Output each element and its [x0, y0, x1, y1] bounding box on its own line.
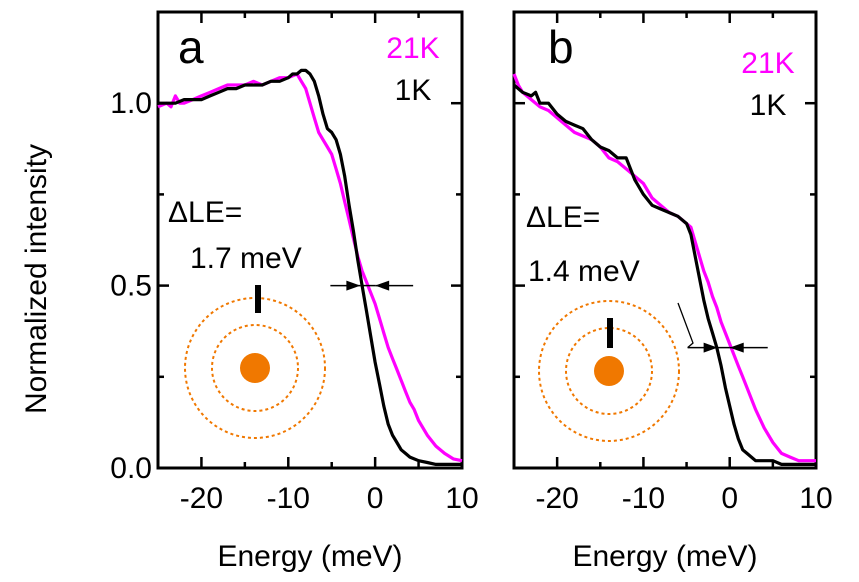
x-axis-label: Energy (meV)	[572, 540, 757, 573]
legend-entry-1k: 1K	[395, 74, 432, 107]
delta-le-label: ΔLE=	[168, 196, 242, 229]
series-line-1k	[512, 83, 816, 466]
width-arrow-right-head	[375, 280, 390, 291]
x-tick-label: 10	[445, 482, 478, 515]
x-tick-label: 10	[799, 482, 832, 515]
x-tick-label: -20	[535, 482, 578, 515]
width-arrow-right-head	[729, 342, 744, 353]
series-line-1k	[158, 68, 462, 466]
delta-le-value: 1.4 meV	[528, 255, 640, 288]
delta-le-value: 1.7 meV	[190, 242, 302, 275]
outer-dotted-ring	[538, 300, 680, 442]
y-axis-label: Normalized intensity	[20, 144, 53, 414]
outer-dotted-ring	[184, 297, 326, 439]
legend-entry-21k: 21K	[386, 32, 439, 65]
panel-label: a	[178, 21, 204, 73]
center-dot	[594, 356, 624, 386]
inner-dotted-ring	[211, 324, 299, 412]
x-tick-label: -20	[180, 482, 223, 515]
center-dot	[240, 353, 270, 383]
inner-dotted-ring	[565, 327, 653, 415]
y-tick-label: 0.0	[110, 452, 152, 485]
plot-frame	[512, 10, 818, 470]
y-tick-label: 1.0	[110, 87, 152, 120]
width-arrow-left-head	[346, 280, 361, 291]
panel-label: b	[548, 21, 574, 73]
plot-frame	[156, 10, 464, 470]
x-tick-label: -10	[622, 482, 665, 515]
legend-entry-21k: 21K	[741, 47, 794, 80]
legend-entry-1k: 1K	[750, 89, 787, 122]
annotation-leader-line	[677, 302, 694, 349]
y-tick-label: 0.5	[110, 270, 152, 303]
series-line-21k	[157, 72, 463, 463]
x-tick-label: -10	[267, 482, 310, 515]
delta-le-label: ΔLE=	[526, 201, 600, 234]
x-tick-label: 0	[721, 482, 738, 515]
width-arrow-left-head	[703, 342, 718, 353]
x-axis-label: Energy (meV)	[217, 540, 402, 573]
x-tick-label: 0	[367, 482, 384, 515]
